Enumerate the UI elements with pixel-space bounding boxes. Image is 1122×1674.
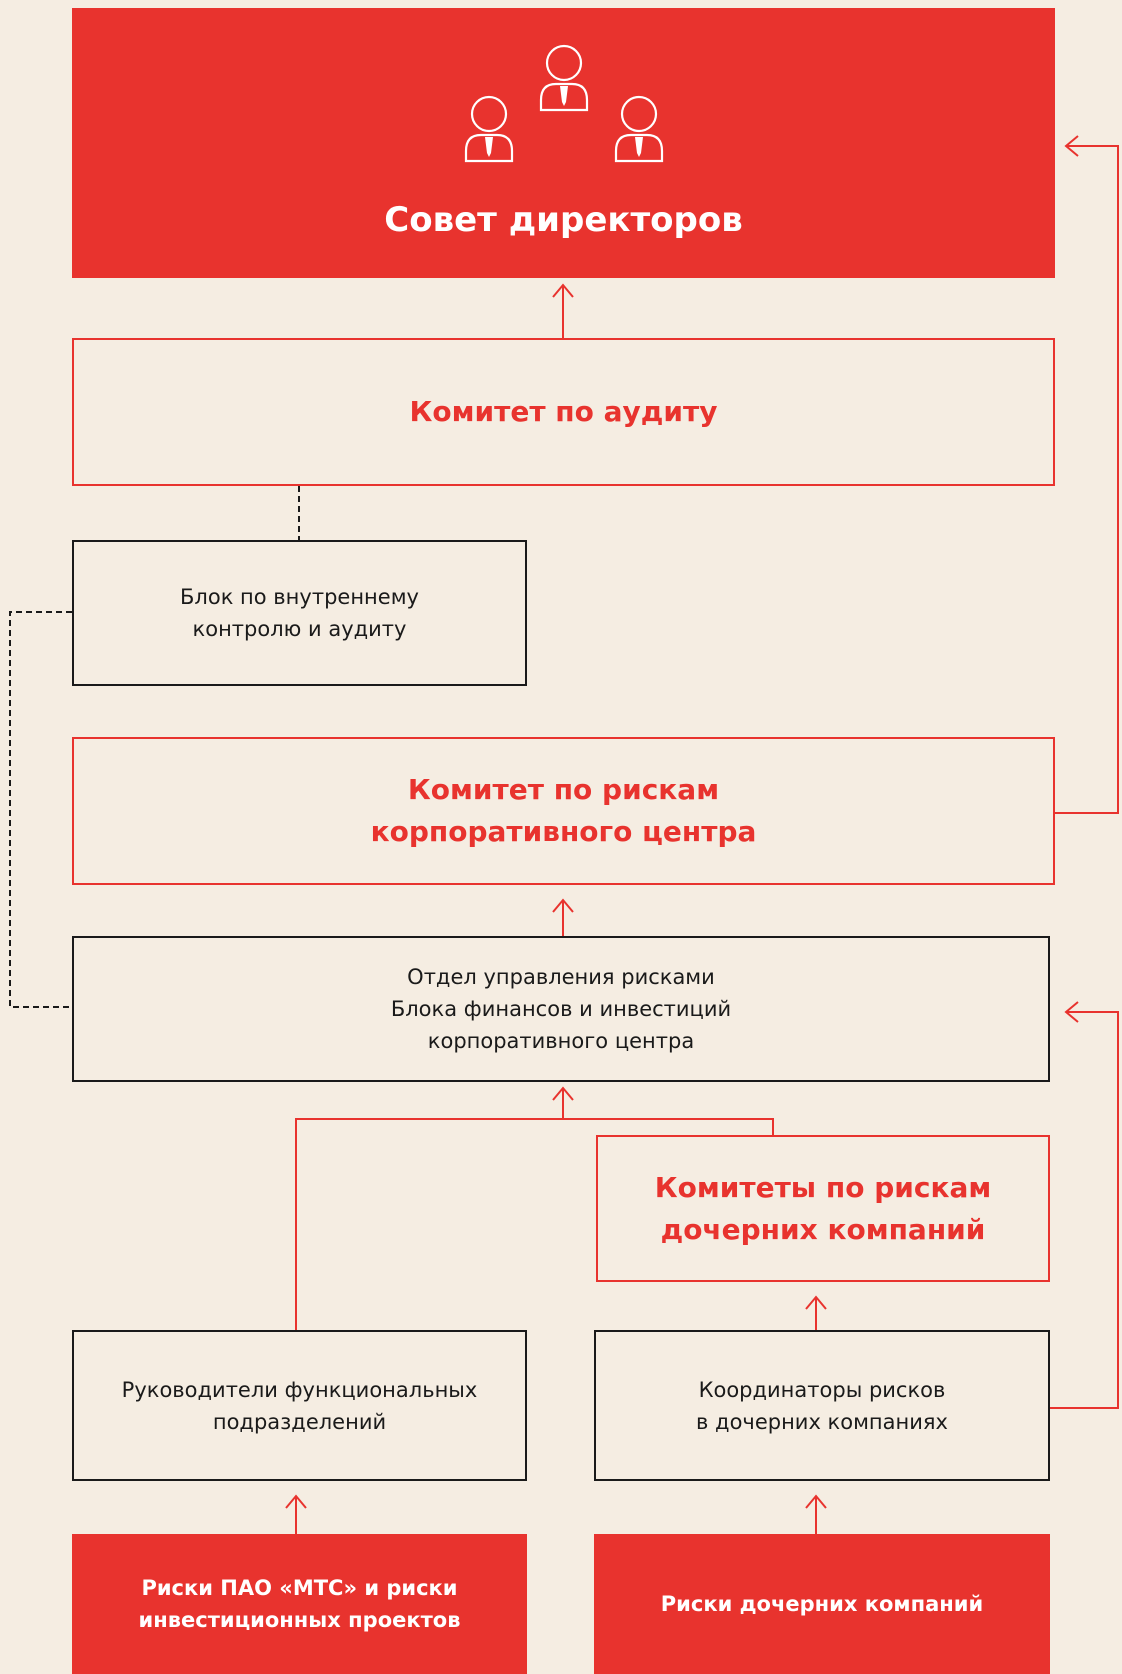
risk-coordinators-text: Координаторы рисков в дочерних компаниях — [696, 1377, 948, 1434]
connector-right-to-dept — [1048, 1011, 1119, 1409]
risk-dept-text: Отдел управления рисками Блока финансов … — [390, 965, 732, 1053]
subsidiary-risks-text: Риски дочерних компаний — [660, 1592, 984, 1616]
audit-committee-box: Комитет по аудиту — [72, 338, 1055, 486]
mts-risks-text: Риски ПАО «МТС» и риски инвестиционных п… — [138, 1576, 461, 1632]
internal-control-box: Блок по внутреннему контролю и аудиту — [72, 540, 527, 686]
dashed-left-link — [9, 611, 72, 1008]
risk-dept-box: Отдел управления рисками Блока финансов … — [72, 936, 1050, 1082]
connector-functional-heads — [295, 1118, 774, 1330]
connector-right-to-board — [1055, 145, 1119, 814]
risk-committee-cc-box: Комитет по рискам корпоративного центра — [72, 737, 1055, 885]
subsidiary-committees-box: Комитеты по рискам дочерних компаний — [596, 1135, 1050, 1282]
risk-committee-cc-title: Комитет по рискам корпоративного центра — [370, 773, 757, 848]
functional-heads-box: Руководители функциональных подразделени… — [72, 1330, 527, 1481]
board-box: Совет директоров — [72, 8, 1055, 278]
internal-control-text: Блок по внутреннему контролю и аудиту — [180, 585, 419, 641]
subsidiary-risks-box: Риски дочерних компаний — [594, 1534, 1050, 1674]
subsidiary-committees-title: Комитеты по рискам дочерних компаний — [654, 1170, 992, 1246]
functional-heads-text: Руководители функциональных подразделени… — [121, 1377, 478, 1434]
audit-committee-title: Комитет по аудиту — [409, 395, 718, 428]
people-icon — [464, 44, 663, 163]
mts-risks-box: Риски ПАО «МТС» и риски инвестиционных п… — [72, 1534, 527, 1674]
board-title: Совет директоров — [384, 200, 743, 240]
risk-coordinators-box: Координаторы рисков в дочерних компаниях — [594, 1330, 1050, 1481]
